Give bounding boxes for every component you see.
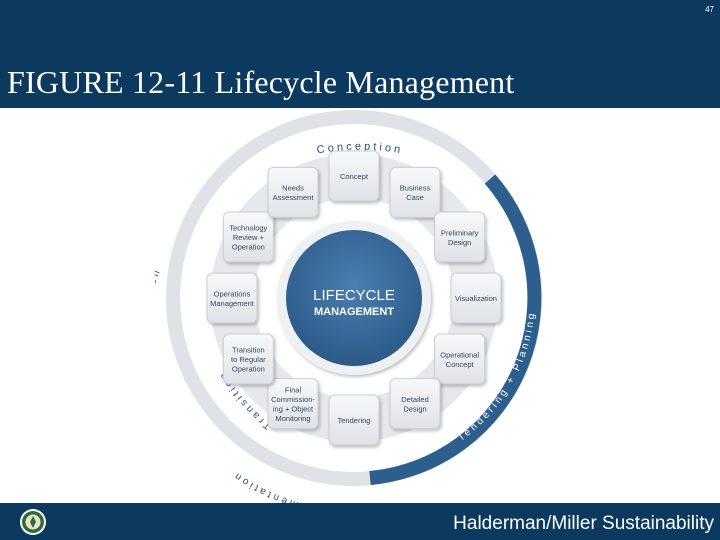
step-label-line: Visualization — [455, 294, 497, 303]
step-label-line: Detailed — [401, 395, 429, 404]
step-label-line: Operational — [440, 350, 479, 359]
step-concept: Concept — [328, 150, 380, 202]
step-label-line: Design — [403, 404, 426, 413]
step-label-line: Technology — [229, 224, 267, 233]
step-label-line: Preliminary — [441, 228, 479, 237]
step-label-line: Assessment — [273, 193, 315, 202]
footer-text: Halderman/Miller Sustainability — [453, 513, 714, 534]
step-label-line: Operation — [232, 365, 265, 374]
step-visualization: Visualization — [450, 272, 502, 324]
step-tendering: Tendering — [328, 394, 380, 446]
step-label-line: Business — [400, 184, 431, 193]
step-label-line: Concept — [446, 360, 475, 369]
step-label-line: Operation — [232, 243, 265, 252]
lifecycle-diagram: Conception Regular Operation Transition … — [155, 110, 542, 503]
step-label-line: Case — [406, 193, 424, 202]
seal-logo-icon — [20, 509, 46, 535]
header-bar: 47 FIGURE 12-11 Lifecycle Management — [0, 0, 720, 108]
slide-title: FIGURE 12-11 Lifecycle Management — [7, 64, 515, 100]
center-disc: LIFECYCLE MANAGEMENT — [277, 221, 431, 375]
center-title-line2: MANAGEMENT — [314, 306, 394, 318]
step-label-line: Review + — [233, 233, 265, 242]
center-title-line1: LIFECYCLE — [313, 287, 395, 304]
step-label-line: Monitoring — [275, 414, 310, 423]
step-label-line: Operations — [214, 289, 251, 298]
step-label-line: Design — [448, 238, 471, 247]
step-label-line: ing + Object — [273, 404, 314, 413]
page-number: 47 — [705, 5, 714, 14]
step-label-line: Commission- — [271, 395, 315, 404]
step-label-line: Transition — [232, 346, 265, 355]
step-label-line: Tendering — [338, 416, 371, 425]
step-label-line: Concept — [340, 172, 369, 181]
step-label-line: Needs — [282, 184, 304, 193]
step-label-line: Final — [285, 385, 302, 394]
outer-ring — [166, 110, 542, 486]
step-label-line: Management — [210, 299, 255, 308]
footer-bar: Halderman/Miller Sustainability — [0, 503, 720, 540]
step-label-line: to Regular — [231, 355, 266, 364]
step-boxes: ConceptBusinessCasePreliminaryDesignVisu… — [206, 150, 502, 446]
